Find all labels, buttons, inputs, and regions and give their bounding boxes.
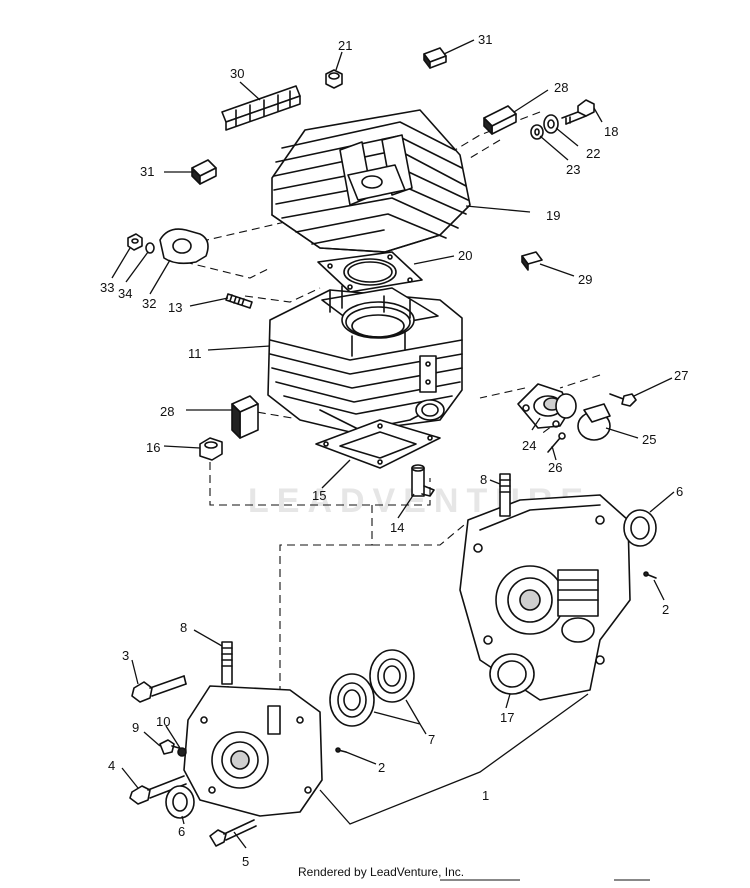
clip-29 bbox=[521, 251, 543, 271]
stud-8-left bbox=[221, 641, 233, 685]
callout-16: 16 bbox=[146, 440, 160, 455]
callout-3: 3 bbox=[122, 648, 129, 663]
callout-22: 22 bbox=[586, 146, 600, 161]
leader-lines bbox=[111, 39, 675, 849]
washer-10 bbox=[177, 747, 187, 757]
seal-6-left bbox=[165, 785, 195, 819]
callout-4: 4 bbox=[108, 758, 115, 773]
cylinder-head bbox=[271, 109, 471, 253]
callout-1: 1 bbox=[482, 788, 489, 803]
rubber-block-28-lower bbox=[231, 395, 259, 439]
callout-17: 17 bbox=[500, 710, 514, 725]
callout-2-right: 2 bbox=[662, 602, 669, 617]
callout-29: 29 bbox=[578, 272, 592, 287]
callout-7: 7 bbox=[428, 732, 435, 747]
fitting-14 bbox=[411, 464, 435, 497]
callout-24: 24 bbox=[522, 438, 536, 453]
rubber-block-31-left bbox=[191, 159, 217, 185]
callout-5: 5 bbox=[242, 854, 249, 869]
bolt-18 bbox=[561, 99, 595, 125]
seal-6-right bbox=[623, 509, 657, 547]
callout-15: 15 bbox=[312, 488, 326, 503]
callout-25: 25 bbox=[642, 432, 656, 447]
callout-11: 11 bbox=[188, 346, 202, 361]
nut-21 bbox=[325, 69, 343, 89]
bolt-3 bbox=[131, 675, 187, 703]
base-gasket-15 bbox=[315, 419, 441, 469]
dowel-2-right bbox=[643, 571, 657, 579]
head-gasket-20 bbox=[317, 251, 423, 293]
callout-13: 13 bbox=[168, 300, 182, 315]
credit-text: Rendered by LeadVenture, Inc. bbox=[298, 865, 464, 879]
bolt-27 bbox=[609, 393, 637, 407]
cylinder-11 bbox=[267, 285, 463, 433]
callout-8-left: 8 bbox=[180, 620, 187, 635]
rubber-block-31-top bbox=[423, 47, 447, 69]
callout-28-lower: 28 bbox=[160, 404, 174, 419]
reed-cap-25 bbox=[577, 403, 611, 441]
callout-27: 27 bbox=[674, 368, 688, 383]
callout-30: 30 bbox=[230, 66, 244, 81]
bearing-7-b bbox=[369, 649, 415, 703]
callout-20: 20 bbox=[458, 248, 472, 263]
callout-2-left: 2 bbox=[378, 760, 385, 775]
rubber-block-28-upper bbox=[483, 105, 517, 135]
gasket-32 bbox=[159, 228, 209, 265]
callout-26: 26 bbox=[548, 460, 562, 475]
rubber-strip-30 bbox=[221, 85, 301, 131]
washer-34 bbox=[145, 242, 155, 254]
callout-10: 10 bbox=[156, 714, 170, 729]
crankcase-left bbox=[183, 685, 323, 817]
seal-23 bbox=[530, 124, 544, 140]
callout-23: 23 bbox=[566, 162, 580, 177]
callout-14: 14 bbox=[390, 520, 404, 535]
stud-8-right bbox=[499, 473, 511, 517]
callout-19: 19 bbox=[546, 208, 560, 223]
screw-26 bbox=[547, 432, 566, 453]
callout-31-top: 31 bbox=[478, 32, 492, 47]
callout-6-right: 6 bbox=[676, 484, 683, 499]
nut-16 bbox=[199, 437, 223, 461]
callout-9: 9 bbox=[132, 720, 139, 735]
callout-34: 34 bbox=[118, 286, 132, 301]
callout-28-top: 28 bbox=[554, 80, 568, 95]
nut-33 bbox=[127, 233, 143, 251]
gasket-17 bbox=[489, 653, 535, 695]
bearing-7-a bbox=[329, 673, 375, 727]
washer-22 bbox=[543, 114, 559, 134]
callout-labels: 21 31 30 28 18 22 23 31 19 33 34 32 20 2… bbox=[100, 32, 688, 869]
callout-32: 32 bbox=[142, 296, 156, 311]
callout-6-left: 6 bbox=[178, 824, 185, 839]
dowel-2-left bbox=[335, 747, 347, 753]
callout-33: 33 bbox=[100, 280, 114, 295]
intake-manifold-24 bbox=[517, 383, 577, 429]
crankcase-right bbox=[459, 494, 631, 701]
callout-21: 21 bbox=[338, 38, 352, 53]
callout-31-left: 31 bbox=[140, 164, 154, 179]
callout-8-right: 8 bbox=[480, 472, 487, 487]
bolt-5 bbox=[209, 819, 257, 847]
callout-18: 18 bbox=[604, 124, 618, 139]
